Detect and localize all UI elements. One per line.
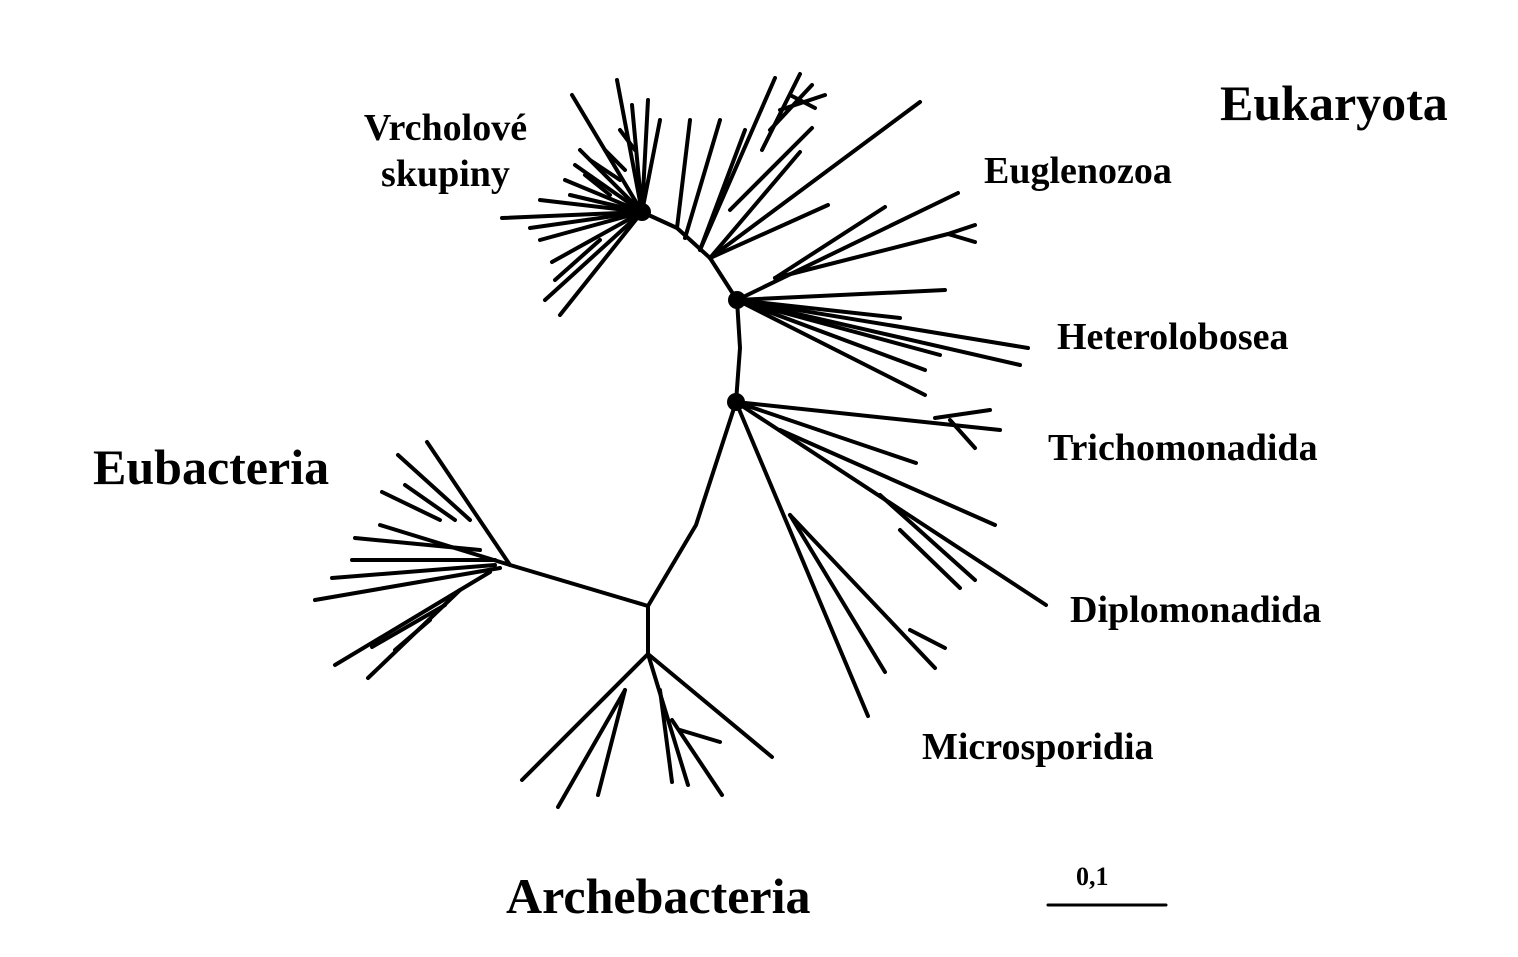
label-euglenozoa: Euglenozoa: [984, 150, 1172, 192]
node-trichomonadida: [727, 393, 745, 411]
trichomonadida-branches: [734, 400, 1002, 465]
label-microsporidia: Microsporidia: [922, 726, 1154, 768]
node-crown: [633, 203, 651, 221]
label-diplomonadida: Diplomonadida: [1070, 589, 1322, 631]
node-euglenozoa: [728, 291, 746, 309]
tree-nodes: [633, 203, 746, 411]
microsporidia-branches: [734, 400, 947, 718]
label-crown-line2: skupiny: [381, 153, 510, 195]
label-archebacteria: Archebacteria: [506, 868, 811, 924]
tree-backbone: [508, 210, 742, 656]
label-crown-line1: Vrcholové: [363, 107, 528, 149]
mid-eukaryote-branches: [675, 72, 922, 260]
scale-label: 0,1: [1076, 862, 1109, 891]
euglenozoa-branches: [735, 191, 977, 302]
archebacteria-branches: [520, 652, 774, 809]
heterolobosea-branches: [735, 288, 1030, 397]
diplomonadida-branches: [734, 400, 1048, 607]
label-crown-groups: Vrcholové skupiny: [348, 105, 543, 197]
label-trichomonadida: Trichomonadida: [1048, 427, 1318, 469]
eubacteria-branches: [313, 440, 512, 680]
label-eubacteria: Eubacteria: [93, 439, 330, 495]
crown-groups-branches: [500, 78, 662, 317]
label-eukaryota: Eukaryota: [1220, 75, 1448, 131]
label-heterolobosea: Heterolobosea: [1057, 316, 1289, 358]
